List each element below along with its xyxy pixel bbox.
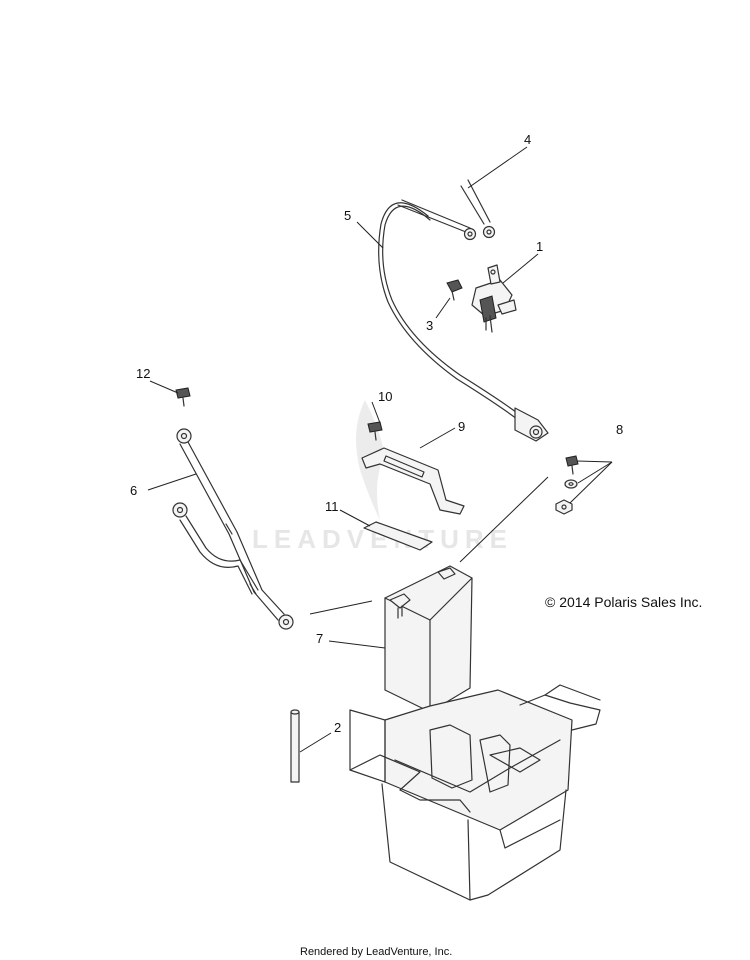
callout-8: 8 bbox=[616, 422, 623, 437]
leader-6 bbox=[147, 473, 197, 491]
part-10-bolt bbox=[367, 421, 383, 441]
part-3-bolt bbox=[446, 279, 463, 301]
leader-12 bbox=[149, 380, 179, 394]
callout-6: 6 bbox=[130, 483, 137, 498]
part-11-pad bbox=[363, 521, 433, 551]
leader-9 bbox=[419, 427, 456, 449]
leader-1 bbox=[502, 253, 539, 284]
leader-7 bbox=[328, 640, 386, 649]
leader-battery-upper bbox=[459, 476, 549, 563]
leader-8c bbox=[569, 461, 613, 504]
part-5-battery-cable bbox=[378, 202, 549, 442]
leader-8a bbox=[576, 460, 613, 463]
callout-10: 10 bbox=[378, 389, 392, 404]
callout-7: 7 bbox=[316, 631, 323, 646]
callout-2: 2 bbox=[334, 720, 341, 735]
leader-battery-left bbox=[309, 600, 373, 615]
leader-10 bbox=[371, 401, 381, 424]
part-4-cable-lugs bbox=[397, 179, 496, 241]
part-1-solenoid bbox=[471, 264, 517, 333]
part-8-hardware bbox=[555, 455, 579, 515]
battery-box bbox=[349, 684, 601, 901]
callouts: 4 5 1 3 12 10 9 8 6 11 7 2 bbox=[130, 132, 623, 735]
callout-11: 11 bbox=[325, 499, 339, 514]
leader-11 bbox=[339, 509, 371, 527]
callout-1: 1 bbox=[536, 239, 543, 254]
callout-5: 5 bbox=[344, 208, 351, 223]
part-9-battery-bracket bbox=[361, 447, 465, 515]
copyright-text: © 2014 Polaris Sales Inc. bbox=[545, 594, 702, 610]
callout-9: 9 bbox=[458, 419, 465, 434]
leader-5 bbox=[356, 221, 384, 249]
part-12-bolt bbox=[175, 387, 191, 407]
leader-3 bbox=[435, 297, 451, 319]
part-6-hold-down-rods bbox=[172, 428, 294, 630]
leader-lines bbox=[147, 146, 613, 753]
callout-12: 12 bbox=[136, 366, 150, 381]
callout-4: 4 bbox=[524, 132, 531, 147]
footer-text: Rendered by LeadVenture, Inc. bbox=[300, 946, 452, 958]
part-7-battery bbox=[384, 565, 473, 713]
part-2-tube bbox=[290, 709, 300, 783]
leader-4 bbox=[467, 146, 528, 189]
leader-2 bbox=[299, 732, 332, 753]
callout-3: 3 bbox=[426, 318, 433, 333]
leader-8b bbox=[577, 461, 613, 484]
